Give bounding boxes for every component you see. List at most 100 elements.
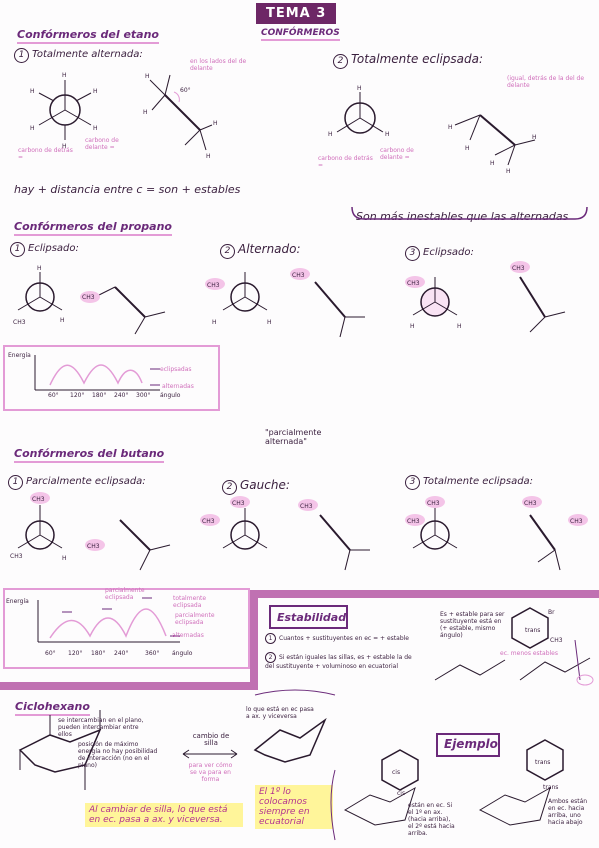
ethane-sawhorse-eclipsed: HHH HH [448, 114, 537, 175]
svg-text:H: H [37, 265, 42, 272]
svg-text:H: H [30, 88, 35, 95]
ethane-header: Confórmeros del etano [17, 28, 159, 44]
cyclo-header: Ciclohexano [15, 700, 90, 716]
butane-xtick-1: 120° [68, 650, 83, 657]
example-note-2: Ambos están en ec. hacia arriba, uno hac… [548, 798, 588, 826]
butane-graph-note2: totalmente eclipsada [173, 595, 207, 609]
cyclo-chair2: para ver cómo se va para en forma [188, 762, 233, 783]
propane-graph-leg1: eclipsadas [160, 366, 192, 373]
cyclo-top-bar [0, 682, 258, 690]
svg-text:CH3: CH3 [550, 637, 563, 644]
svg-text:H: H [145, 73, 150, 80]
stability-left-bar [250, 590, 258, 690]
stability-top-bar [250, 590, 599, 598]
propane-xtick-2: 180° [92, 392, 107, 399]
svg-text:trans: trans [535, 759, 550, 766]
ethane-carbon-back: carbono de detrás = [18, 147, 73, 161]
ethane-carbon-front-2: carbono de delante = [380, 147, 414, 161]
butane-graph-box [3, 588, 250, 669]
butane-graph-ylabel: Energía [6, 598, 29, 605]
example-box [436, 733, 500, 757]
stability-header-box [269, 605, 348, 629]
cyclo-n1: se intercambian en el plano, pueden inte… [58, 717, 144, 738]
propane-xtick-3: 240° [114, 392, 129, 399]
svg-text:CH3: CH3 [427, 500, 440, 507]
example-note-1: están en ec. Si el 1º en ax. (hacia arri… [408, 802, 455, 837]
example-trans: trans [543, 784, 559, 791]
butane-graph-note3: parcialmente eclipsada [175, 612, 215, 626]
ethane-carbon-front: carbono de delante = [85, 137, 119, 151]
svg-text:H: H [62, 143, 67, 150]
propane-xtick-1: 120° [70, 392, 85, 399]
svg-text:CH3: CH3 [202, 518, 215, 525]
propane-graph-box [3, 345, 220, 411]
cyclo-n2: posición de máximo energía no hay posibi… [78, 741, 158, 769]
svg-text:H: H [457, 323, 462, 330]
svg-text:H: H [60, 317, 65, 324]
svg-text:CH3: CH3 [292, 272, 305, 279]
propane-xtick-0: 60° [48, 392, 59, 399]
svg-text:CH3: CH3 [32, 496, 45, 503]
svg-text:CH3: CH3 [300, 503, 313, 510]
svg-text:60°: 60° [180, 87, 191, 94]
cyclo-chair-2 [253, 689, 336, 763]
svg-text:H: H [532, 134, 537, 141]
example-title: Ejemplo [444, 737, 498, 751]
butane-energy-graph [37, 597, 180, 643]
cyclo-top: lo que está en ec pasa a ax. y viceversa [246, 706, 314, 720]
svg-text:H: H [93, 88, 98, 95]
propane-xtick-4: 300° [136, 392, 151, 399]
svg-text:CH3: CH3 [524, 500, 537, 507]
svg-text:CH3: CH3 [512, 265, 525, 272]
cyclo-rule2: El 1º lo colocamos siempre en ecuatorial [255, 785, 333, 829]
ethane-newman-staggered: H H H H H H [30, 72, 98, 150]
svg-text:H: H [143, 109, 148, 116]
page-title: TEMA 3 [256, 3, 337, 24]
svg-text:H: H [506, 168, 511, 175]
svg-text:CH3: CH3 [87, 543, 100, 550]
svg-text:trans: trans [525, 627, 540, 634]
svg-text:H: H [93, 125, 98, 132]
butane-note-partial: "parcialmente alternada" [265, 428, 322, 446]
svg-text:CH3: CH3 [10, 553, 23, 560]
double-arrow-icon [182, 749, 238, 759]
svg-text:H: H [385, 131, 390, 138]
svg-text:H: H [465, 145, 470, 152]
svg-text:H: H [62, 72, 67, 79]
butane-header: Confórmeros del butano [14, 447, 165, 463]
svg-text:H: H [267, 319, 272, 326]
svg-text:H: H [212, 319, 217, 326]
svg-text:CH3: CH3 [207, 282, 220, 289]
ethane-bracket [351, 206, 588, 220]
ethane-note-eclip: (igual, detrás de la del de delante [507, 75, 585, 89]
propane-energy-graph [34, 355, 160, 391]
svg-text:H: H [328, 131, 333, 138]
subtitle: CONFÓRMEROS [261, 28, 340, 41]
svg-text:CH3: CH3 [407, 518, 420, 525]
svg-text:H: H [30, 125, 35, 132]
butane-graph-leg: alternadas [172, 632, 204, 639]
propane-graph-ylabel: Energía [8, 352, 31, 359]
butane-graph-note1: parcialmente eclipsada [105, 587, 145, 601]
cyclo-rule: Al cambiar de silla, lo que está en ec. … [85, 803, 243, 827]
svg-text:H: H [357, 85, 362, 92]
ethane-rule1: hay + distancia entre c = son + estables [14, 183, 241, 196]
cyclo-chair-change: cambio de silla [192, 732, 230, 747]
svg-text:Br: Br [548, 609, 555, 616]
butane-xtick-3: 240° [114, 650, 129, 657]
butane-xtick-4: 360° [145, 650, 160, 657]
svg-text:H: H [62, 555, 67, 562]
svg-text:CH3: CH3 [13, 319, 26, 326]
